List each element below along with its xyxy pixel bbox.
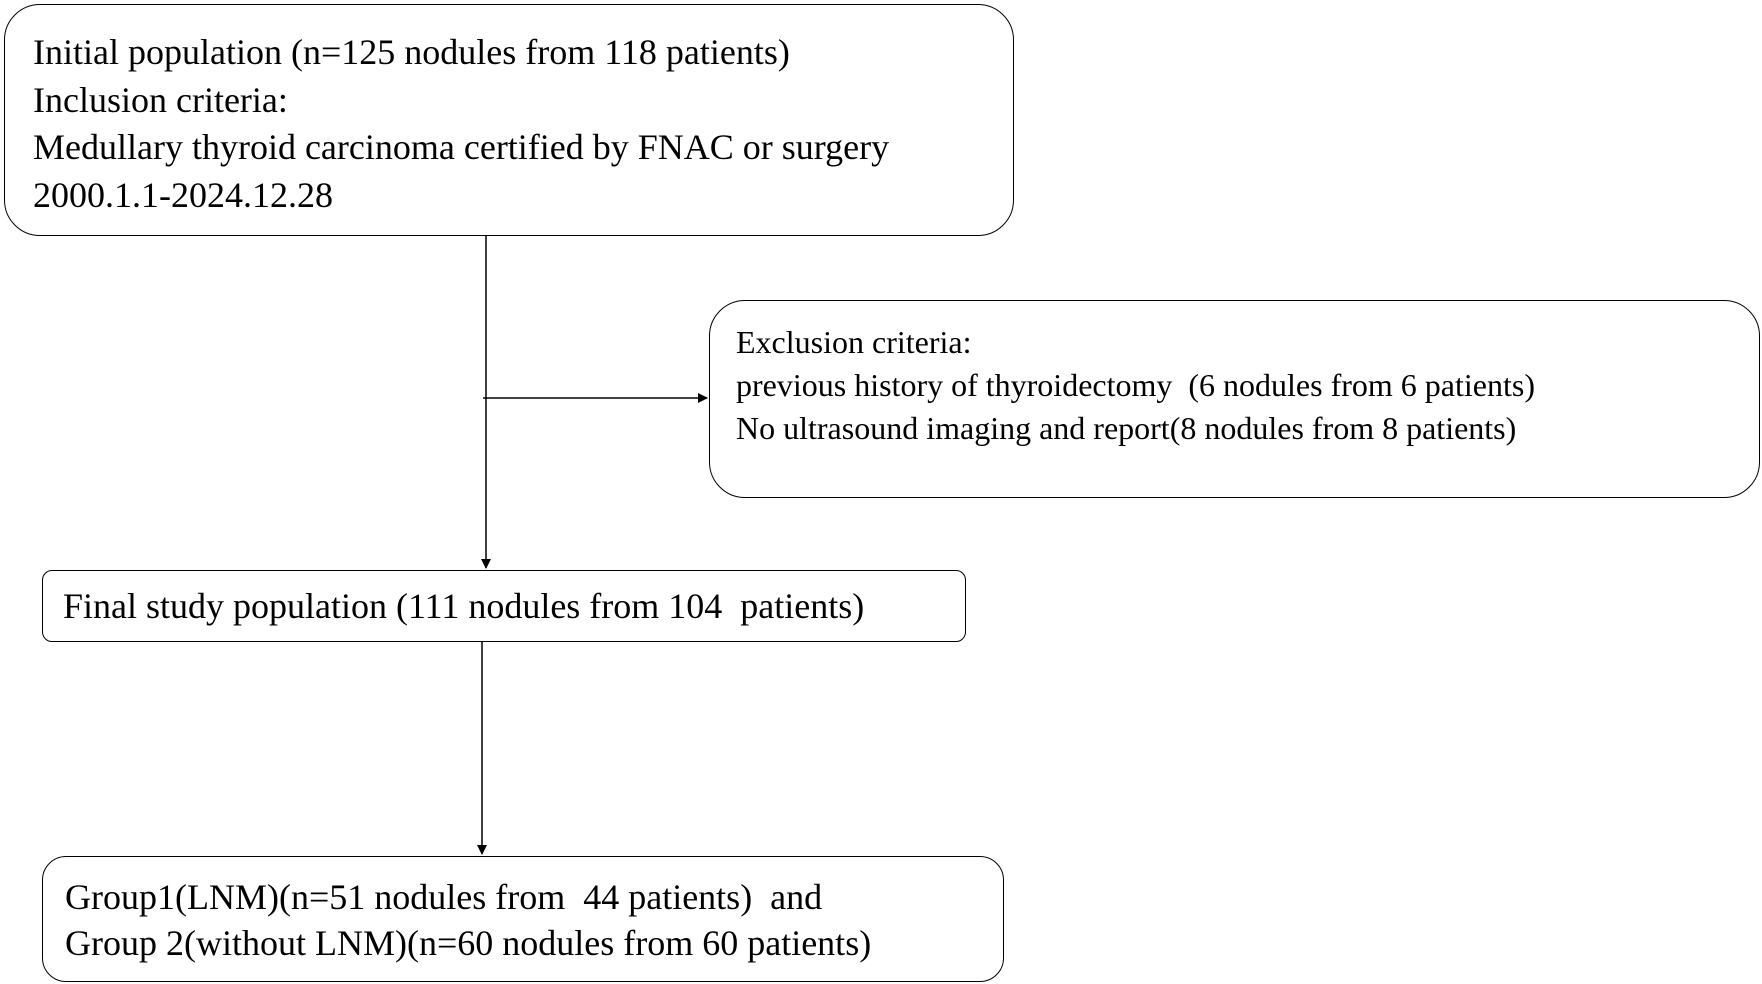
exclusion-criteria-box: Exclusion criteria: previous history of … — [709, 300, 1760, 498]
initial-population-box: Initial population (n=125 nodules from 1… — [4, 4, 1014, 236]
exclusion-criteria-heading: Exclusion criteria: — [736, 324, 972, 360]
inclusion-criteria-diagnosis: Medullary thyroid carcinoma certified by… — [33, 127, 890, 167]
inclusion-criteria-heading: Inclusion criteria: — [33, 79, 288, 120]
groups-box: Group1(LNM)(n=51 nodules from 44 patient… — [42, 856, 1004, 982]
inclusion-criteria-date-range: 2000.1.1-2024.12.28 — [33, 174, 333, 215]
initial-population-line: Initial population (n=125 nodules from 1… — [33, 32, 790, 72]
final-study-population-box: Final study population (111 nodules from… — [42, 570, 966, 642]
final-study-population-text: Final study population (111 nodules from… — [63, 586, 865, 626]
exclusion-no-ultrasound: No ultrasound imaging and report(8 nodul… — [736, 410, 1517, 446]
group1-lnm: Group1(LNM)(n=51 nodules from 44 patient… — [65, 877, 823, 917]
group2-without-lnm: Group 2(without LNM)(n=60 nodules from 6… — [65, 923, 872, 963]
exclusion-thyroidectomy: previous history of thyroidectomy (6 nod… — [736, 367, 1535, 403]
